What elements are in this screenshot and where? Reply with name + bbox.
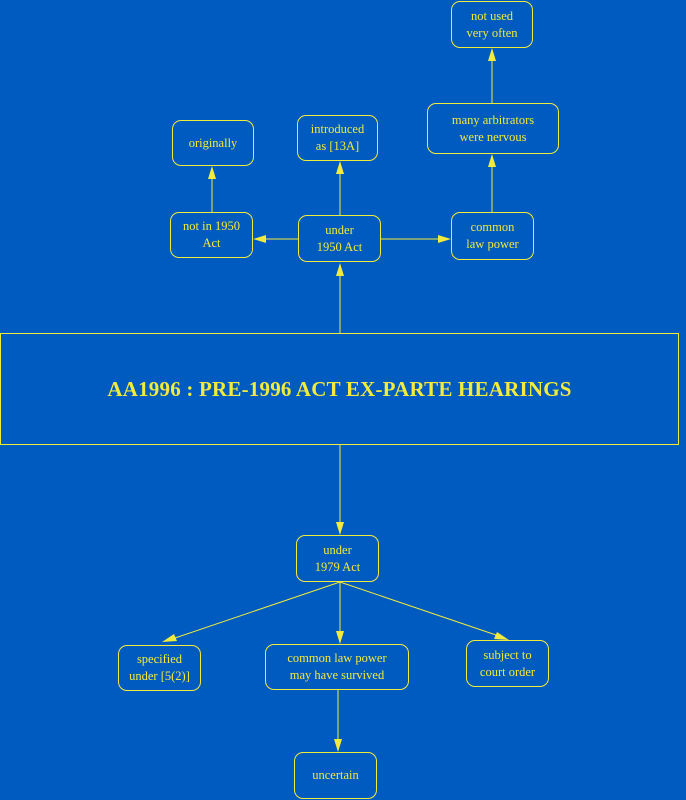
node-not-in-1950-act[interactable]: not in 1950 Act <box>170 212 253 258</box>
node-label-line: not used <box>470 8 513 23</box>
node-label-line: specified <box>136 652 183 666</box>
arrowhead-icon <box>253 235 266 243</box>
arrowhead-icon <box>488 154 496 167</box>
node-label-line: 1950 Act <box>316 239 363 254</box>
node-specified-under-5-2[interactable]: specified under [5(2)] <box>118 645 201 691</box>
arrowhead-icon <box>336 631 344 644</box>
node-introduced-as-13a[interactable]: introduced as [13A] <box>297 115 378 161</box>
node-label-line: common <box>470 220 515 234</box>
node-label-line: under <box>323 542 352 557</box>
node-label-line: under [5(2)] <box>129 669 190 683</box>
node-label-line: were nervous <box>459 129 527 144</box>
node-under-1979-act[interactable]: under 1979 Act <box>296 535 379 582</box>
node-originally[interactable]: originally <box>172 120 254 166</box>
node-label-line: as [13A] <box>315 139 360 153</box>
central-topic-box[interactable]: AA1996 : PRE-1996 ACT EX-PARTE HEARINGS <box>0 333 679 445</box>
node-label-line: introduced <box>310 122 365 136</box>
arrowhead-icon <box>336 522 344 535</box>
arrowhead-icon <box>162 634 177 642</box>
node-label-line: subject to <box>483 647 532 662</box>
node-uncertain[interactable]: uncertain <box>294 752 377 799</box>
edge-under-1979-to-specified <box>174 581 341 639</box>
arrowhead-icon <box>336 161 344 174</box>
arrowhead-icon <box>488 48 496 61</box>
edge-under-1979-to-subject-to-court <box>339 581 497 636</box>
node-label-line: not in 1950 <box>183 219 240 233</box>
node-subject-to-court-order[interactable]: subject to court order <box>466 640 549 687</box>
node-label-line: originally <box>188 135 238 150</box>
node-label-line: 1979 Act <box>314 559 361 574</box>
node-many-arbitrators-were-nervous[interactable]: many arbitrators were nervous <box>427 103 559 154</box>
node-label-line: common law power <box>287 651 387 665</box>
node-label-line: very often <box>466 25 518 40</box>
node-common-law-power[interactable]: common law power <box>451 212 534 260</box>
node-label-line: uncertain <box>312 768 359 782</box>
arrowhead-icon <box>334 739 342 752</box>
node-label-line: law power <box>466 237 519 251</box>
node-label-line: court order <box>479 664 536 679</box>
node-label-line: Act <box>202 236 221 250</box>
arrowhead-icon <box>494 632 509 640</box>
central-topic-title: AA1996 : PRE-1996 ACT EX-PARTE HEARINGS <box>107 376 572 401</box>
arrowhead-icon <box>336 263 344 276</box>
arrowhead-icon <box>208 166 216 179</box>
node-label-line: may have survived <box>289 668 385 682</box>
node-not-used-very-often[interactable]: not used very often <box>451 1 533 48</box>
node-label-line: many arbitrators <box>451 112 535 127</box>
arrowhead-icon <box>438 235 451 243</box>
node-common-law-power-may-have-survived[interactable]: common law power may have survived <box>265 644 409 690</box>
node-under-1950-act[interactable]: under 1950 Act <box>298 215 381 262</box>
node-label-line: under <box>325 222 354 237</box>
